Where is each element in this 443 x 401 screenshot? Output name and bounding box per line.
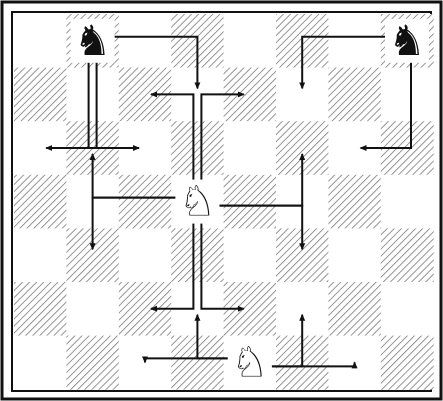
dark-square[interactable] bbox=[381, 228, 434, 282]
knight-icon: ♞ bbox=[74, 16, 112, 65]
knight-icon: ♞ bbox=[388, 16, 426, 65]
light-square[interactable] bbox=[66, 68, 119, 122]
light-square[interactable] bbox=[328, 14, 381, 68]
knight-icon: ♘ bbox=[179, 177, 217, 226]
light-square[interactable] bbox=[381, 68, 434, 122]
dark-square[interactable] bbox=[119, 175, 172, 229]
light-square[interactable] bbox=[119, 228, 172, 282]
dark-square[interactable] bbox=[224, 175, 277, 229]
light-square[interactable] bbox=[224, 228, 277, 282]
dark-square[interactable] bbox=[171, 228, 224, 282]
black-knight-top-right[interactable]: ♞ bbox=[385, 16, 429, 65]
dark-square[interactable] bbox=[66, 336, 119, 390]
light-square[interactable] bbox=[119, 14, 172, 68]
light-square[interactable] bbox=[224, 14, 277, 68]
board-squares bbox=[14, 14, 434, 390]
dark-square[interactable] bbox=[328, 68, 381, 122]
light-square[interactable] bbox=[14, 336, 67, 390]
light-square[interactable] bbox=[14, 228, 67, 282]
light-square[interactable] bbox=[66, 282, 119, 336]
light-square[interactable] bbox=[381, 175, 434, 229]
knight-icon: ♘ bbox=[231, 337, 269, 386]
dark-square[interactable] bbox=[14, 175, 67, 229]
light-square[interactable] bbox=[381, 282, 434, 336]
light-square[interactable] bbox=[328, 228, 381, 282]
dark-square[interactable] bbox=[14, 68, 67, 122]
light-square[interactable] bbox=[119, 336, 172, 390]
black-knight-top-left[interactable]: ♞ bbox=[71, 16, 115, 65]
white-knight-bottom[interactable]: ♘ bbox=[228, 337, 272, 386]
dark-square[interactable] bbox=[14, 282, 67, 336]
dark-square[interactable] bbox=[381, 336, 434, 390]
dark-square[interactable] bbox=[328, 175, 381, 229]
light-square[interactable] bbox=[224, 121, 277, 175]
dark-square[interactable] bbox=[328, 282, 381, 336]
dark-square[interactable] bbox=[171, 121, 224, 175]
white-knight-center[interactable]: ♘ bbox=[175, 177, 219, 226]
light-square[interactable] bbox=[14, 14, 67, 68]
